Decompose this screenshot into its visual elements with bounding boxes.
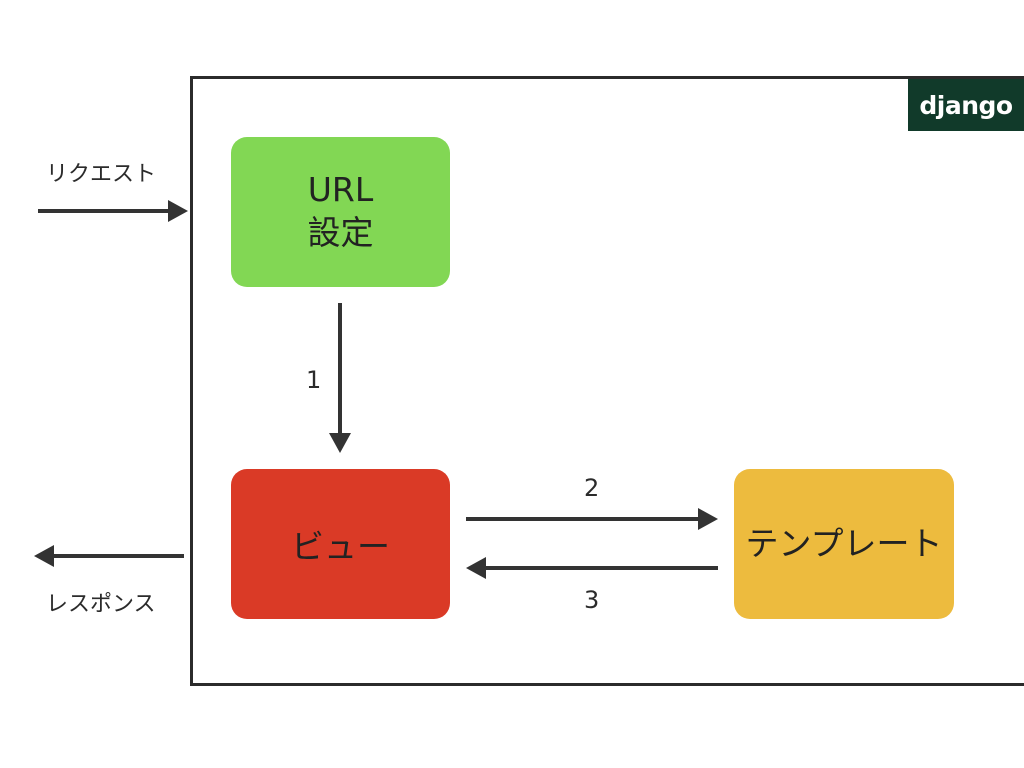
logo-text: django bbox=[919, 90, 1013, 120]
url-config-label-line2: 設定 bbox=[307, 213, 374, 252]
request-label: リクエスト bbox=[46, 162, 157, 187]
view-label: ビュー bbox=[291, 527, 390, 566]
django-app-frame bbox=[190, 76, 1024, 686]
step-1-label: 1 bbox=[306, 366, 322, 394]
template-box: テンプレート bbox=[734, 469, 954, 619]
view-box: ビュー bbox=[231, 469, 450, 619]
url-config-label-line1: URL bbox=[307, 170, 374, 210]
response-label: レスポンス bbox=[46, 592, 156, 617]
step-3-label: 3 bbox=[584, 586, 600, 614]
django-logo: django bbox=[908, 79, 1024, 131]
response-arrow bbox=[34, 545, 184, 567]
template-label: テンプレート bbox=[745, 524, 943, 564]
step-2-label: 2 bbox=[584, 474, 600, 502]
url-config-box: URL 設定 bbox=[231, 137, 450, 287]
request-arrow bbox=[38, 200, 188, 222]
